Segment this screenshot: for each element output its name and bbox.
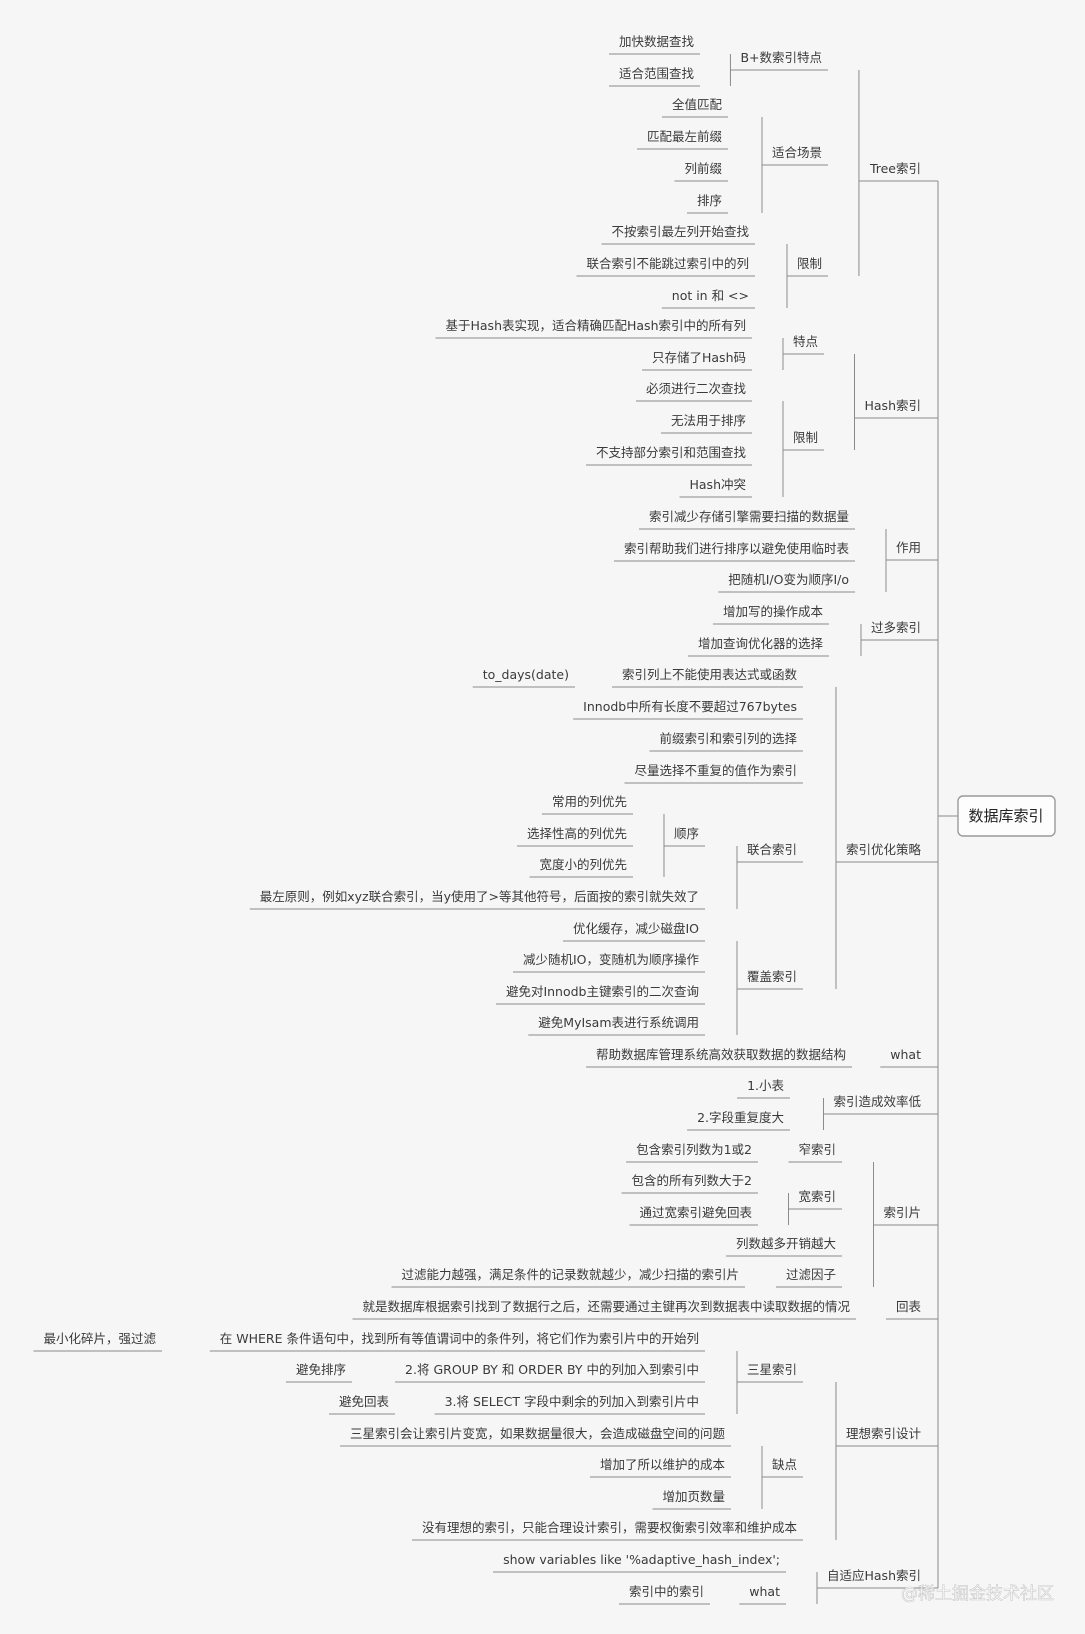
leaf-write-cost[interactable]: 增加写的操作成本 [723,604,824,619]
leaf-page-count[interactable]: 增加页数量 [662,1489,725,1504]
leaf-random-to-sequential[interactable]: 把随机I/O变为顺序I/o [728,572,849,587]
leaf-optimizer-choice[interactable]: 增加查询优化器的选择 [698,636,824,651]
node-covering-index[interactable]: 覆盖索引 [747,969,797,984]
leaf-common-columns-first[interactable]: 常用的列优先 [552,794,627,809]
leaf-second-lookup[interactable]: 必须进行二次查找 [646,381,747,396]
leaf-no-expression[interactable]: 索引列上不能使用表达式或函数 [622,667,798,682]
node-tree-index[interactable]: Tree索引 [869,161,921,176]
leaf-maintenance-cost[interactable]: 增加了所以维护的成本 [600,1457,726,1472]
node-narrow-index[interactable]: 窄索引 [798,1142,836,1157]
leaf-not-in[interactable]: not in 和 <> [672,288,749,303]
leaf-not-leftmost[interactable]: 不按索引最左列开始查找 [611,224,749,239]
leaf-leftmost-principle[interactable]: 最左原则，例如xyz联合索引，当y使用了>等其他符号，后面按的索引就失效了 [260,889,699,904]
leaf-more-columns-cost[interactable]: 列数越多开销越大 [736,1236,836,1251]
leaf-index-of-index[interactable]: 索引中的索引 [629,1584,704,1599]
node-hash-limits[interactable]: 限制 [793,430,818,445]
leaf-avoid-sort[interactable]: 避免排序 [296,1362,346,1377]
node-column-order[interactable]: 顺序 [674,826,699,841]
leaf-cannot-skip[interactable]: 联合索引不能跳过索引中的列 [586,256,749,271]
leaf-high-duplicate[interactable]: 2.字段重复度大 [697,1110,784,1125]
node-adaptive-what[interactable]: what [749,1584,780,1599]
node-suitable-scenes[interactable]: 适合场景 [772,145,822,160]
leaf-hash-code[interactable]: 只存储了Hash码 [652,350,746,365]
node-hash-features[interactable]: 特点 [793,334,818,349]
leaf-speed-lookup[interactable]: 加快数据查找 [619,34,695,49]
node-low-efficiency[interactable]: 索引造成效率低 [833,1094,921,1109]
leaf-full-match[interactable]: 全值匹配 [672,97,723,112]
leaf-no-range[interactable]: 不支持部分索引和范围查找 [596,445,747,460]
leaf-min-fragment[interactable]: 最小化碎片，强过滤 [43,1331,156,1346]
root-node[interactable]: 数据库索引 [968,807,1043,825]
leaf-show-variables[interactable]: show variables like '%adaptive_hash_inde… [503,1552,780,1567]
leaf-wide-avoid-lookup[interactable]: 通过宽索引避免回表 [639,1205,752,1220]
node-composite-index[interactable]: 联合索引 [747,842,797,857]
leaf-prefix-index[interactable]: 前缀索引和索引列的选择 [659,731,797,746]
node-three-star-index[interactable]: 三星索引 [747,1362,797,1377]
leaf-no-sort[interactable]: 无法用于排序 [671,413,746,428]
leaf-reduce-random-io[interactable]: 减少随机IO，变随机为顺序操作 [523,952,700,967]
leaf-selective-columns-first[interactable]: 选择性高的列优先 [527,826,627,841]
node-filter-factor[interactable]: 过滤因子 [786,1267,836,1282]
leaf-disk-space[interactable]: 三星索引会让索引片变宽，如果数据量很大，会造成磁盘空间的问题 [350,1426,726,1441]
node-optimization-strategy[interactable]: 索引优化策略 [846,842,922,857]
node-wide-index[interactable]: 宽索引 [798,1189,836,1204]
leaf-table-lookup-definition[interactable]: 就是数据库根据索引找到了数据行之后，还需要通过主键再次到数据表中读取数据的情况 [362,1299,850,1314]
leaf-wide-cols[interactable]: 包含的所有列数大于2 [632,1173,752,1188]
connector-lines [33,53,958,1605]
leaf-sorting[interactable]: 排序 [697,193,722,208]
leaf-star-where[interactable]: 在 WHERE 条件语句中，找到所有等值谓词中的条件列，将它们作为索引片中的开始… [220,1331,699,1346]
node-table-lookup[interactable]: 回表 [896,1299,922,1314]
node-purpose[interactable]: 作用 [896,540,921,555]
leaf-narrow-columns-first[interactable]: 宽度小的列优先 [539,857,627,872]
leaf-star-select[interactable]: 3.将 SELECT 字段中剩余的列加入到索引片中 [445,1394,699,1409]
leaf-767-bytes[interactable]: Innodb中所有长度不要超过767bytes [583,699,797,714]
node-adaptive-hash[interactable]: 自适应Hash索引 [827,1568,921,1583]
leaf-avoid-syscall[interactable]: 避免MyIsam表进行系统调用 [538,1015,699,1030]
leaf-avoid-secondary-query[interactable]: 避免对Innodb主键索引的二次查询 [506,984,699,999]
node-drawbacks[interactable]: 缺点 [772,1457,797,1472]
leaf-column-prefix[interactable]: 列前缀 [684,161,722,176]
leaf-hash-collision[interactable]: Hash冲突 [690,477,747,492]
leaf-small-table[interactable]: 1.小表 [747,1078,784,1093]
node-hash-index[interactable]: Hash索引 [865,398,922,413]
leaf-unique-values[interactable]: 尽量选择不重复的值作为索引 [634,763,797,778]
watermark-text: @稀土掘金技术社区 [901,1584,1054,1604]
leaf-filter-description[interactable]: 过滤能力越强，满足条件的记录数就越少，减少扫描的索引片 [401,1267,739,1282]
leaf-range-lookup[interactable]: 适合范围查找 [619,66,695,81]
node-bplus-features[interactable]: B+数索引特点 [740,50,822,65]
leaf-hash-table[interactable]: 基于Hash表实现，适合精确匹配Hash索引中的所有列 [446,318,747,333]
leaf-no-ideal-index[interactable]: 没有理想的索引，只能合理设计索引，需要权衡索引效率和维护成本 [422,1520,798,1535]
leaf-star-group-order[interactable]: 2.将 GROUP BY 和 ORDER BY 中的列加入到索引中 [405,1362,699,1377]
leaf-cache-optimization[interactable]: 优化缓存，减少磁盘IO [573,921,699,936]
node-too-many-indexes[interactable]: 过多索引 [871,620,921,635]
leaf-to-days[interactable]: to_days(date) [483,667,569,682]
leaf-narrow-cols[interactable]: 包含索引列数为1或2 [636,1142,752,1157]
leaf-leftmost-prefix[interactable]: 匹配最左前缀 [647,129,723,144]
leaf-reduce-scan[interactable]: 索引减少存储引擎需要扫描的数据量 [649,509,849,524]
leaf-avoid-temp-table[interactable]: 索引帮助我们进行排序以避免使用临时表 [624,541,850,556]
node-ideal-index-design[interactable]: 理想索引设计 [846,1426,921,1441]
leaf-avoid-table-lookup[interactable]: 避免回表 [339,1394,390,1409]
root-node-box[interactable] [957,795,1056,837]
leaf-definition[interactable]: 帮助数据库管理系统高效获取数据的数据结构 [596,1047,846,1062]
node-tree-limits[interactable]: 限制 [797,256,822,271]
node-what[interactable]: what [890,1047,921,1062]
node-index-slice[interactable]: 索引片 [883,1205,921,1220]
